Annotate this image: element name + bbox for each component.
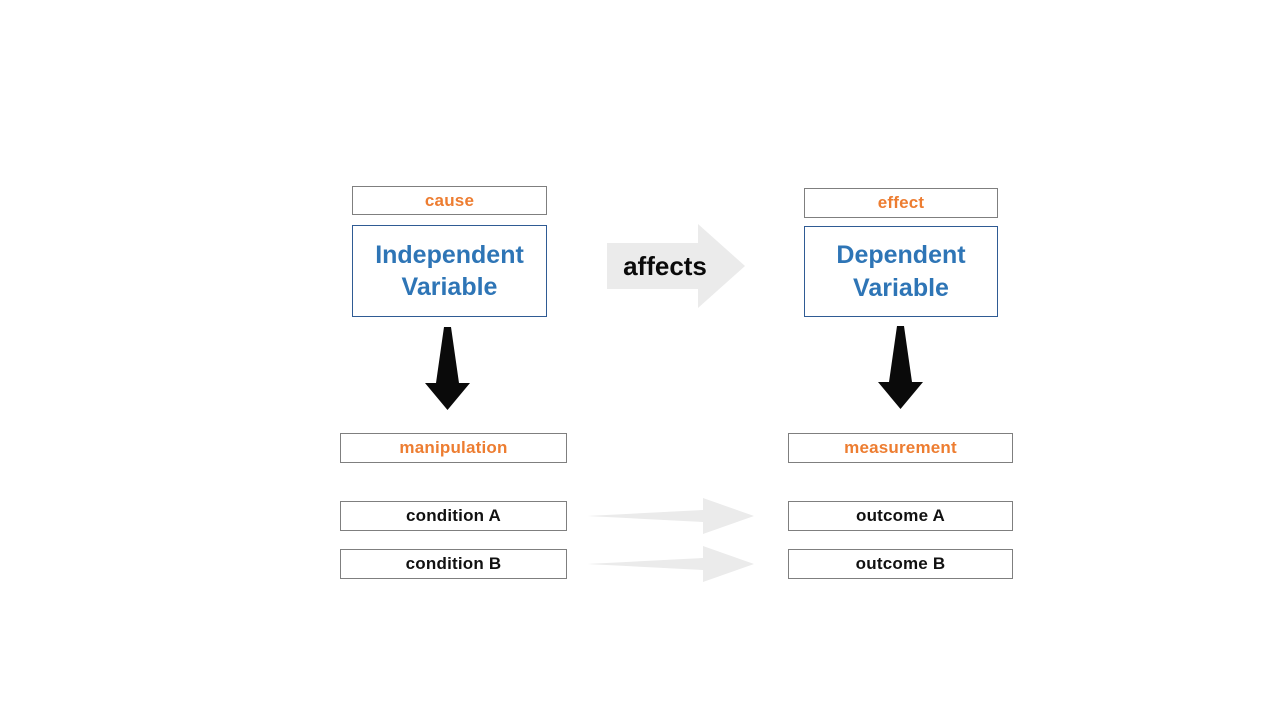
down-arrow-icon	[878, 326, 923, 409]
dependent-variable-box: Dependent Variable	[804, 226, 998, 317]
measurement-label-box: measurement	[788, 433, 1013, 463]
down-arrow-icon	[425, 327, 470, 410]
affects-label: affects	[623, 250, 707, 281]
outcome-b-box: outcome B	[788, 549, 1013, 579]
manipulation-label-box: manipulation	[340, 433, 567, 463]
mapping-arrow-a-icon	[587, 498, 754, 534]
affects-right-arrow-icon	[607, 224, 745, 308]
effect-label-box: effect	[804, 188, 998, 218]
condition-a-box: condition A	[340, 501, 567, 531]
independent-variable-box: Independent Variable	[352, 225, 547, 317]
outcome-a-box: outcome A	[788, 501, 1013, 531]
mapping-arrow-b-icon	[587, 546, 754, 582]
condition-b-box: condition B	[340, 549, 567, 579]
cause-label-box: cause	[352, 186, 547, 215]
